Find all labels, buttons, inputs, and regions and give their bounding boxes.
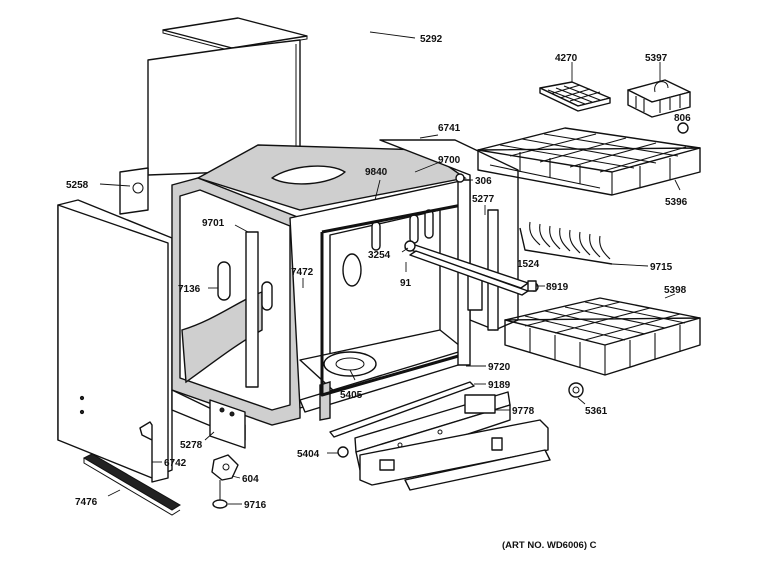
callout-91: 91 xyxy=(400,278,412,289)
callout-9720: 9720 xyxy=(488,362,511,373)
small-parts xyxy=(211,173,537,509)
callout-9700: 9700 xyxy=(438,155,461,166)
callout-306: 306 xyxy=(475,176,492,187)
callout-5396: 5396 xyxy=(665,197,688,208)
callout-5292: 5292 xyxy=(420,34,443,45)
callout-9189: 9189 xyxy=(488,380,511,391)
callout-5398: 5398 xyxy=(664,285,687,296)
callout-6741: 6741 xyxy=(438,123,461,134)
lower-rack-5398 xyxy=(504,297,701,376)
callout-7136: 7136 xyxy=(178,284,201,295)
rack-wheel-5361 xyxy=(568,382,584,398)
door-trim-7476 xyxy=(82,453,181,516)
outer-door-panel-6742 xyxy=(57,199,173,483)
art-number: (ART NO. WD6006) C xyxy=(502,540,597,551)
callout-4270: 4270 xyxy=(555,53,578,64)
callout-labels: 5292 4270 5397 806 6741 9700 9840 306 52… xyxy=(66,31,691,551)
rack-tines-9715 xyxy=(519,221,613,265)
callout-604: 604 xyxy=(242,474,259,485)
kick-strip-9189 xyxy=(329,381,475,438)
callout-6742: 6742 xyxy=(164,458,187,469)
callout-806: 806 xyxy=(674,113,691,124)
callout-7472: 7472 xyxy=(291,267,314,278)
silverware-basket-5397 xyxy=(627,79,691,118)
callout-5258: 5258 xyxy=(66,180,89,191)
callout-9840: 9840 xyxy=(365,167,388,178)
upper-rack-5396 xyxy=(477,122,701,196)
callout-9701: 9701 xyxy=(202,218,225,229)
callout-9778: 9778 xyxy=(512,406,535,417)
callout-5277: 5277 xyxy=(472,194,495,205)
callout-8919: 8919 xyxy=(546,282,569,293)
callout-7476: 7476 xyxy=(75,497,98,508)
callout-5404: 5404 xyxy=(297,449,320,460)
front-toe-panel xyxy=(359,419,551,491)
callout-9715: 9715 xyxy=(650,262,673,273)
callout-3254: 3254 xyxy=(368,250,391,261)
callout-9716: 9716 xyxy=(244,500,267,511)
callout-5405: 5405 xyxy=(340,390,363,401)
cup-shelf-4270 xyxy=(539,81,611,112)
callout-5278: 5278 xyxy=(180,440,203,451)
callout-5361: 5361 xyxy=(585,406,608,417)
callout-1524: 1524 xyxy=(517,259,540,270)
inner-door-liner xyxy=(171,177,301,449)
callout-5397: 5397 xyxy=(645,53,668,64)
